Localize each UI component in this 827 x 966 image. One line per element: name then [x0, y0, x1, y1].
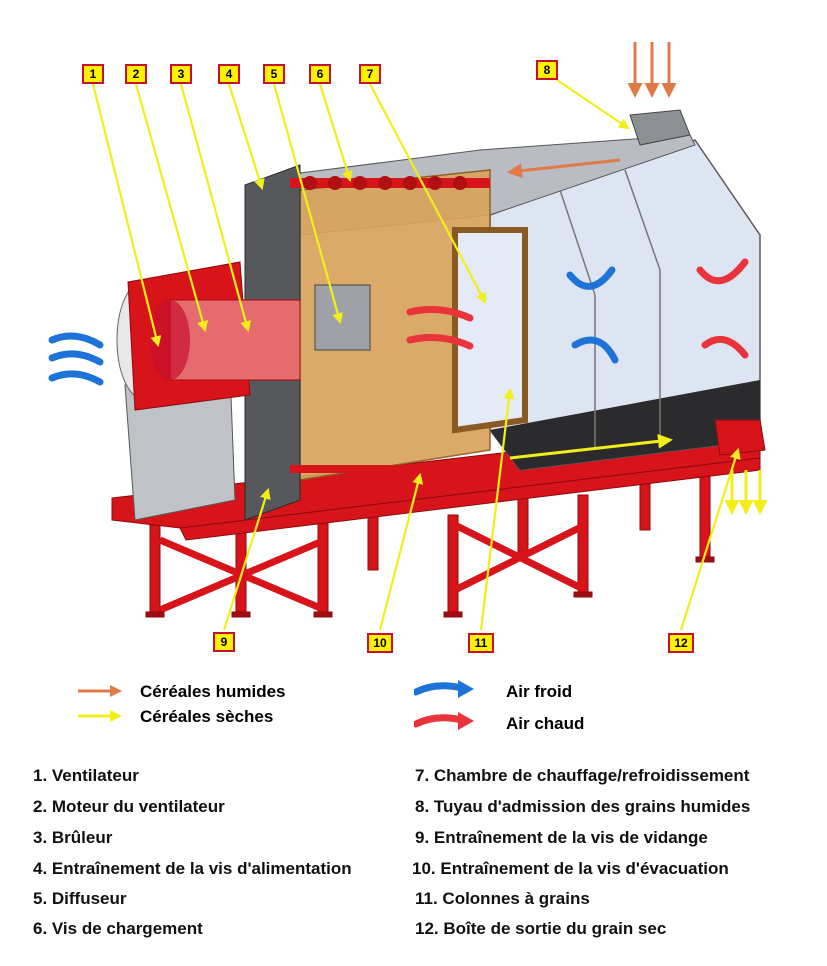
callout-5: 5: [263, 64, 285, 84]
component-item-2: 2. Moteur du ventilateur: [33, 797, 225, 816]
fan-burner-assembly: [116, 261, 301, 521]
component-item-1: 1. Ventilateur: [33, 766, 139, 785]
grain-flow-arrows: [507, 42, 768, 515]
legend-cold-air: Air froid: [506, 682, 573, 701]
cold-air-arrow-icon: [414, 680, 474, 698]
legend-dry-grain: Céréales sèches: [140, 707, 274, 726]
dryer-body: [244, 109, 766, 521]
component-item-4: 4. Entraînement de la vis d'alimentation: [33, 859, 352, 878]
callout-7: 7: [359, 64, 381, 84]
wet-grain-arrow-icon: [78, 685, 122, 697]
legend-wet-grain: Céréales humides: [140, 682, 286, 701]
component-item-8: 8. Tuyau d'admission des grains humides: [415, 797, 751, 816]
callout-11: 11: [468, 633, 494, 653]
dry-grain-arrow-icon: [78, 710, 122, 722]
grain-dryer-illustration: [48, 42, 768, 631]
component-item-6: 6. Vis de chargement: [33, 919, 203, 938]
callout-3: 3: [170, 64, 192, 84]
component-item-3: 3. Brûleur: [33, 828, 113, 847]
hot-air-arrow-icon: [414, 712, 474, 730]
callout-1: 1: [82, 64, 104, 84]
callout-10: 10: [367, 633, 393, 653]
component-item-11: 11. Colonnes à grains: [415, 889, 590, 908]
component-item-7: 7. Chambre de chauffage/refroidissement: [415, 766, 750, 785]
callout-9: 9: [213, 632, 235, 652]
airflow-arrows: [48, 258, 749, 386]
callout-8: 8: [536, 60, 558, 80]
component-item-12: 12. Boîte de sortie du grain sec: [415, 919, 667, 938]
component-item-5: 5. Diffuseur: [33, 889, 127, 908]
callout-6: 6: [309, 64, 331, 84]
component-item-10: 10. Entraînement de la vis d'évacuation: [412, 859, 729, 878]
callout-12: 12: [668, 633, 694, 653]
component-item-9: 9. Entraînement de la vis de vidange: [415, 828, 708, 847]
callout-4: 4: [218, 64, 240, 84]
callout-2: 2: [125, 64, 147, 84]
legend-hot-air: Air chaud: [506, 714, 585, 733]
leader-lines: [91, 79, 741, 631]
